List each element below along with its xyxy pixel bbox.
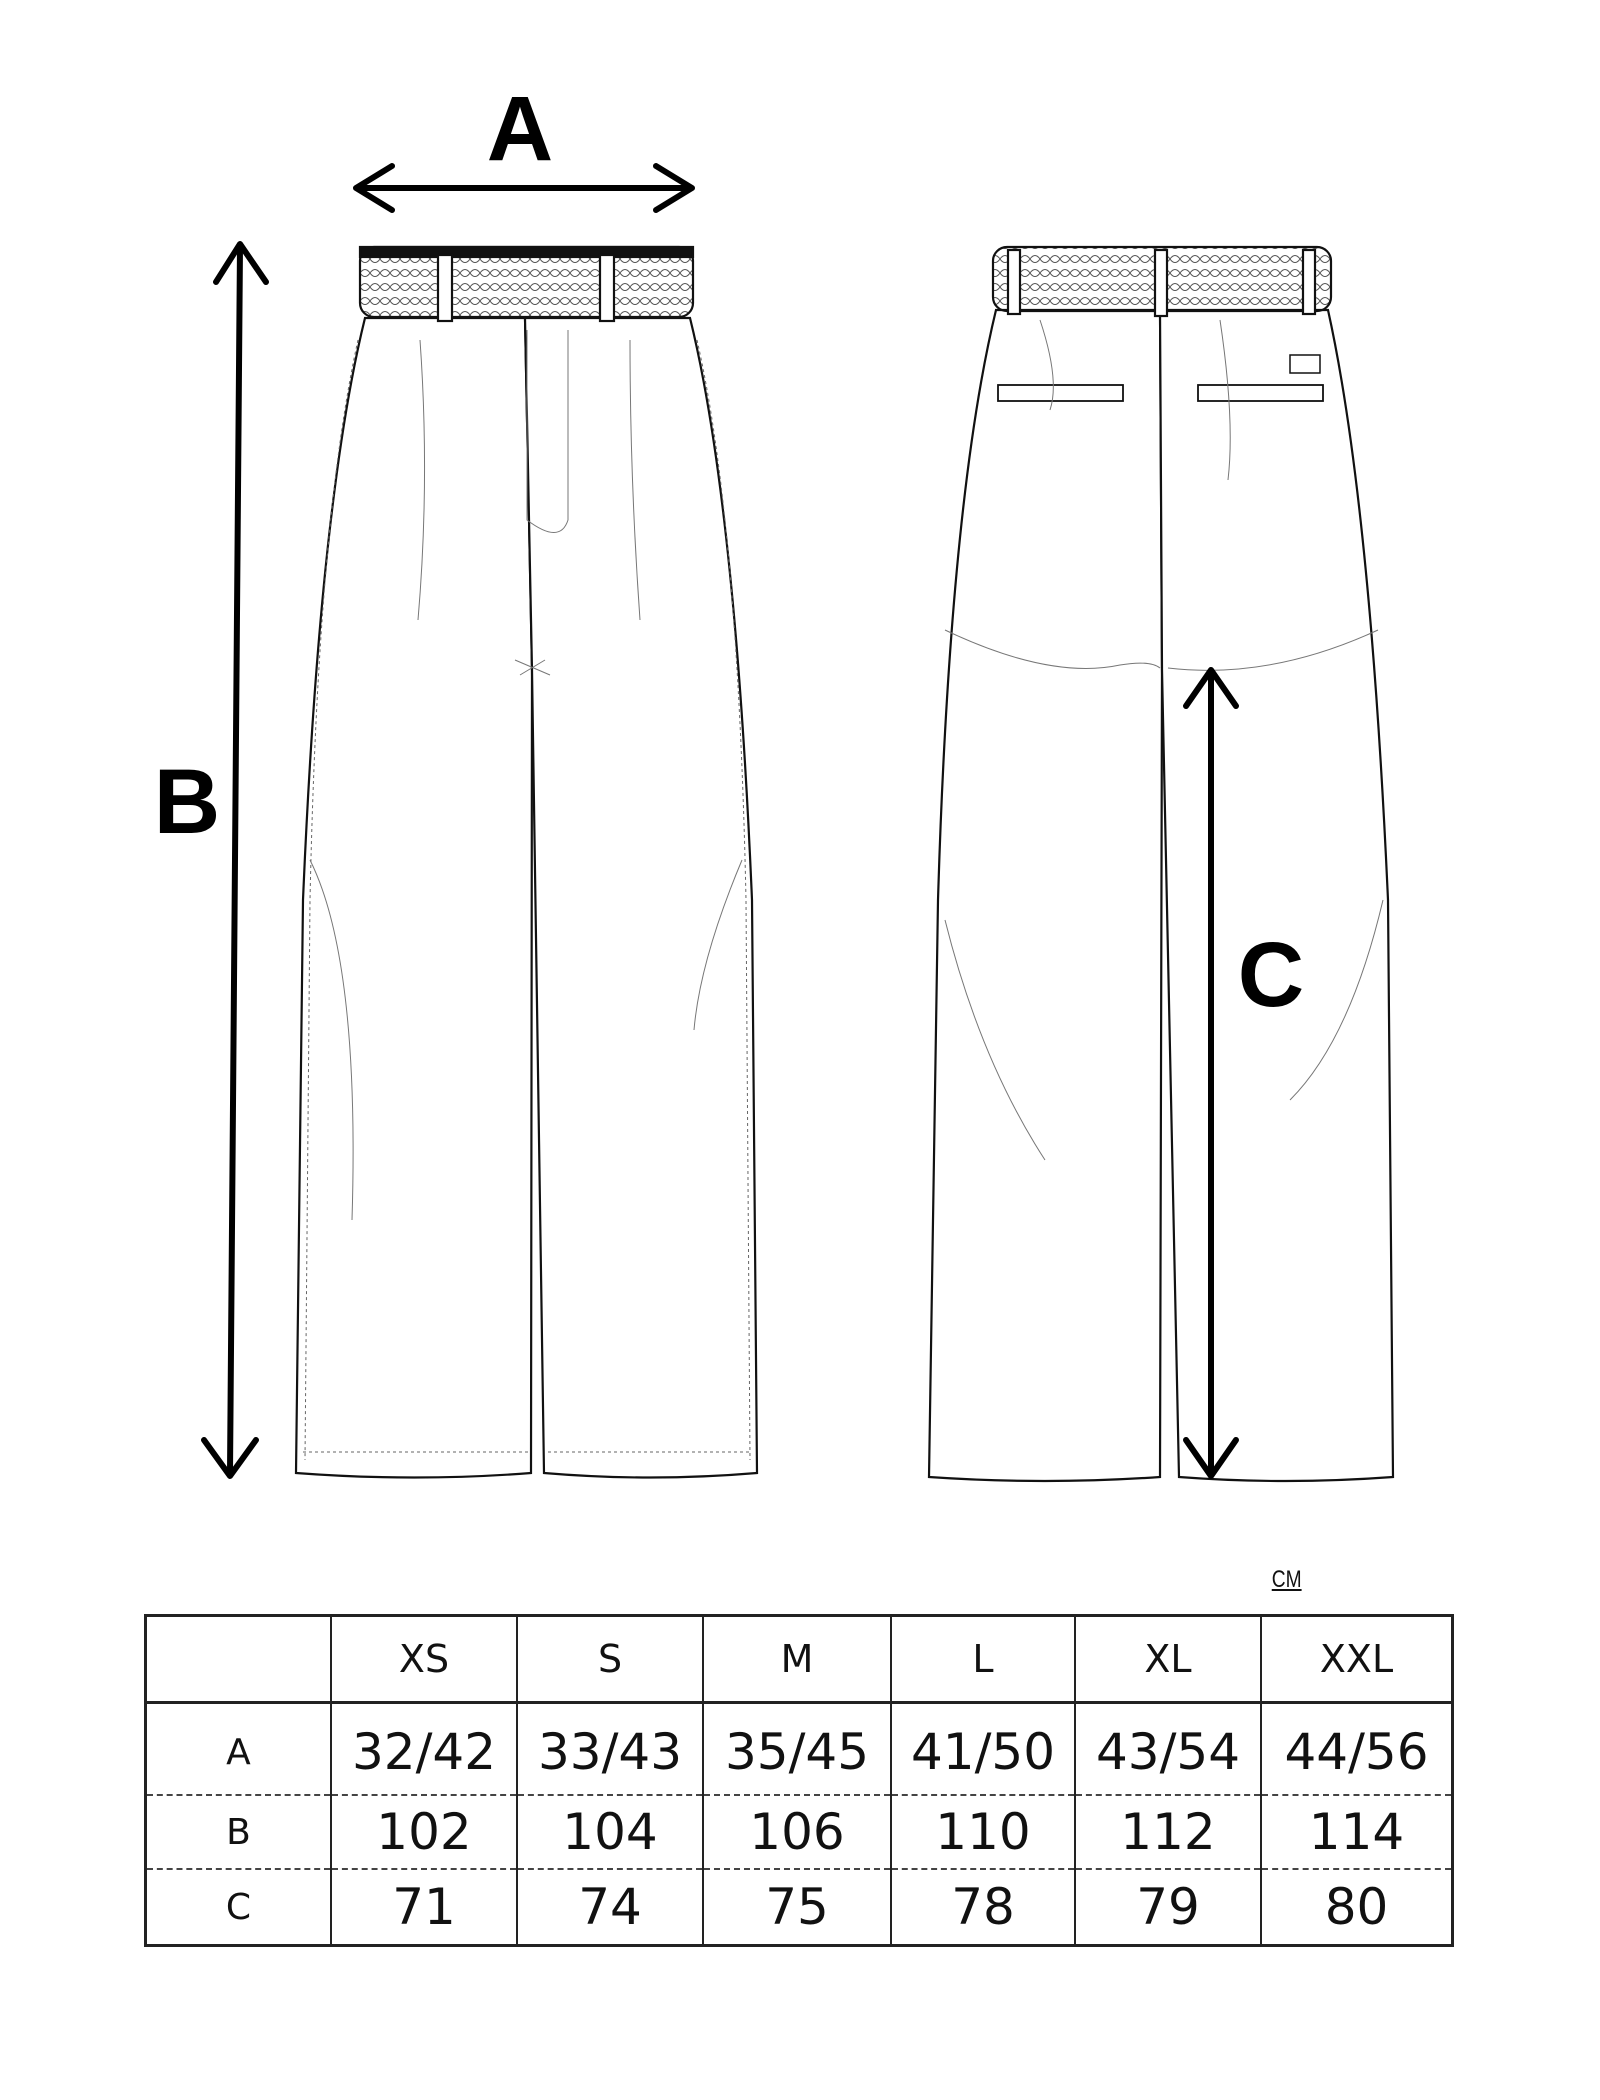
table-cell: 74 [516,1868,704,1946]
size-header: M [702,1615,892,1704]
size-header: XL [1074,1615,1262,1704]
table-row: B 102 104 106 110 112 114 [144,1794,1454,1869]
table-cell: 33/43 [516,1702,704,1795]
back-belt-loop-left [1006,248,1022,316]
size-header: L [890,1615,1076,1704]
front-belt-loop-left [436,253,454,323]
table-cell: 110 [890,1794,1076,1869]
size-chart-table: XS S M L XL XXL A 32/42 33/43 35/45 41/5… [144,1614,1454,1947]
back-right-leg [1158,308,1395,1483]
table-cell: 71 [330,1868,518,1946]
back-left-leg [927,308,1164,1483]
table-cell: 80 [1260,1868,1454,1946]
table-cell: 79 [1074,1868,1262,1946]
size-header: XXL [1260,1615,1454,1704]
label-c: C [1238,924,1304,1026]
back-pocket-right [1197,384,1324,402]
front-view-pants [294,245,759,1479]
back-pocket-left [997,384,1124,402]
back-belt-loop-center [1153,248,1169,318]
pants-diagram: A B C [154,78,1395,1483]
front-left-leg [294,316,534,1479]
header-empty-cell [144,1615,332,1704]
row-label: B [144,1794,332,1869]
table-cell: 44/56 [1260,1702,1454,1795]
table-cell: 75 [702,1868,892,1946]
table-cell: 114 [1260,1794,1454,1869]
label-b: B [154,751,220,853]
table-cell: 106 [702,1794,892,1869]
row-label: C [144,1868,332,1946]
table-row: C 71 74 75 78 79 80 [144,1868,1454,1946]
table-cell: 41/50 [890,1702,1076,1795]
table-cell: 78 [890,1868,1076,1946]
table-cell: 35/45 [702,1702,892,1795]
size-header: XS [330,1615,518,1704]
measurement-arrow-c [1183,667,1239,1479]
label-a: A [487,78,553,180]
front-right-leg [523,316,759,1479]
measurement-arrow-b [201,241,269,1479]
size-header: S [516,1615,704,1704]
measurement-arrow-a [353,163,695,213]
table-cell: 102 [330,1794,518,1869]
row-label: A [144,1702,332,1795]
table-header-row: XS S M L XL XXL [144,1615,1454,1704]
back-belt-loop-right [1301,248,1317,316]
table-cell: 112 [1074,1794,1262,1869]
table-row: A 32/42 33/43 35/45 41/50 43/54 44/56 [144,1702,1454,1795]
table-cell: 32/42 [330,1702,518,1795]
table-cell: 43/54 [1074,1702,1262,1795]
back-label-patch [1289,354,1321,374]
front-belt-loop-right [598,253,616,323]
unit-label: CM [1271,1566,1302,1593]
back-view-pants [927,245,1395,1483]
table-cell: 104 [516,1794,704,1869]
